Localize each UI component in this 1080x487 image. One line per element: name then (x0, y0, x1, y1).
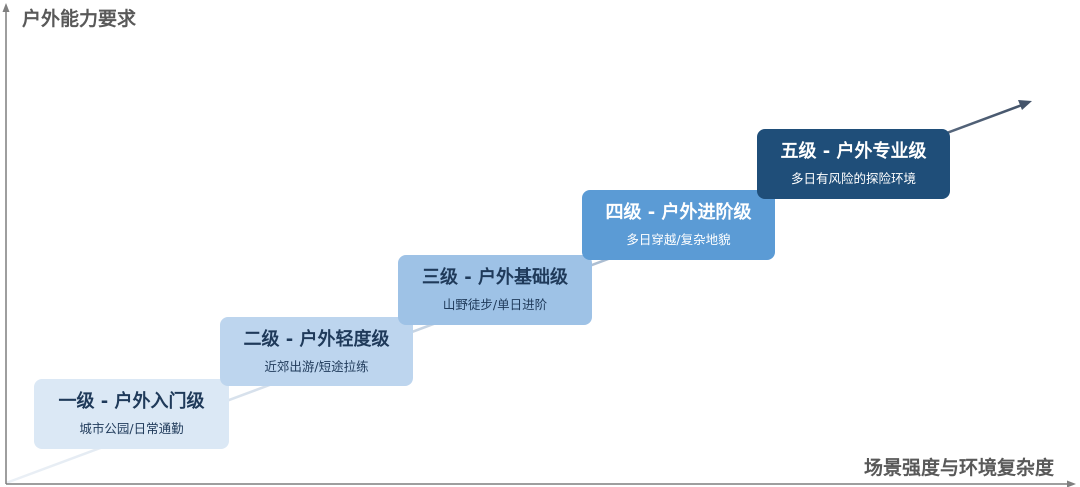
level-title: 五级 - 户外专业级 (780, 141, 927, 162)
y-axis-arrowhead (2, 3, 10, 12)
level-title: 二级 - 户外轻度级 (243, 328, 390, 350)
level-title: 四级 - 户外进阶级 (605, 202, 752, 223)
x-axis-arrowhead (1067, 480, 1076, 487)
level-title: 三级 - 户外基础级 (421, 267, 568, 288)
level-desc: 多日有风险的探险环境 (790, 171, 916, 186)
level-5-box: 五级 - 户外专业级 多日有风险的探险环境 (757, 129, 950, 199)
level-desc: 近郊出游/短途拉练 (264, 358, 369, 374)
y-axis-label: 户外能力要求 (22, 8, 137, 30)
level-desc: 城市公园/日常通勤 (79, 421, 184, 436)
level-2-box: 二级 - 户外轻度级 近郊出游/短途拉练 (220, 317, 413, 386)
level-3-box: 三级 - 户外基础级 山野徒步/单日进阶 (398, 255, 592, 325)
level-4-box: 四级 - 户外进阶级 多日穿越/复杂地貌 (582, 190, 775, 260)
level-desc: 山野徒步/单日进阶 (442, 297, 548, 312)
level-1-box: 一级 - 户外入门级 城市公园/日常通勤 (34, 379, 229, 449)
level-desc: 多日穿越/复杂地貌 (626, 232, 731, 247)
level-title: 一级 - 户外入门级 (58, 391, 205, 412)
x-axis-label: 场景强度与环境复杂度 (863, 457, 1054, 479)
trend-arrowhead (1018, 100, 1032, 110)
